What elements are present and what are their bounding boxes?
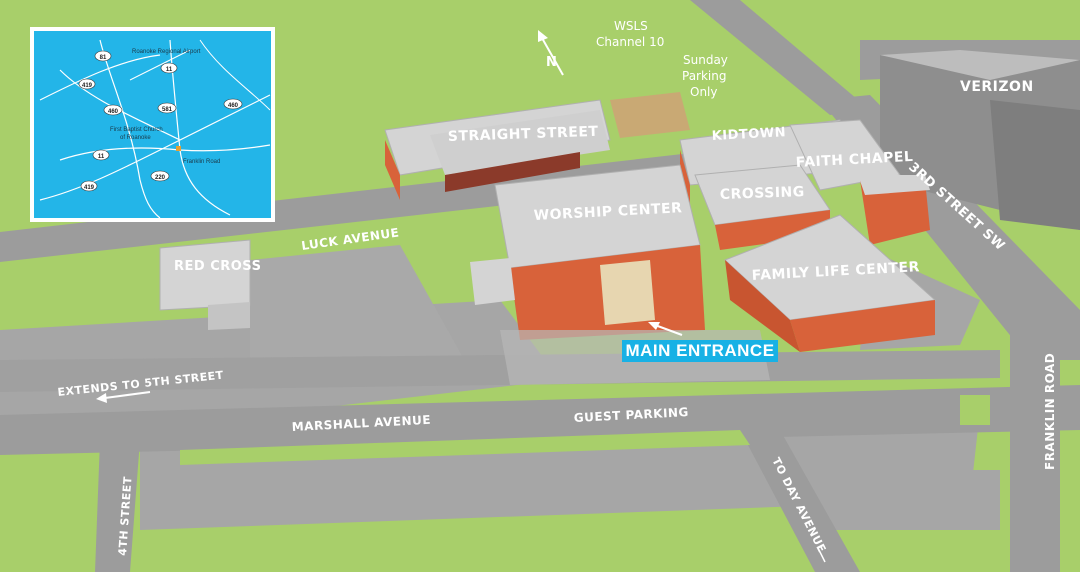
entrance-arrow (654, 324, 683, 336)
inset-route-81: 81 (100, 55, 107, 61)
inset-route-581: 581 (162, 107, 173, 113)
inset-route-419b: 419 (84, 185, 95, 191)
day-avenue-road (740, 430, 860, 572)
north-label: N (546, 55, 557, 70)
fourth-street-road (95, 440, 140, 572)
faith-chapel-tower-roof (858, 175, 930, 195)
parking-lot-southeast (800, 470, 1000, 530)
median-grass (180, 430, 750, 465)
north-arrow (541, 37, 564, 76)
faith-chapel-wall (860, 180, 930, 245)
straight-street-wall-west (385, 140, 400, 200)
west-arrow (104, 391, 151, 399)
wsls-label-1: WSLS (614, 19, 648, 33)
label-crossing: CROSSING (720, 184, 805, 203)
verizon-roof (880, 50, 1080, 80)
entrance-arrow-head (648, 322, 660, 330)
inset-route-220: 220 (155, 175, 166, 181)
wsls-label-2: Channel 10 (596, 35, 664, 49)
label-red-cross: RED CROSS (174, 259, 261, 274)
inset-route-11a: 11 (166, 67, 173, 73)
worship-center-facade (600, 260, 655, 325)
label-fourth-street: 4TH STREET (116, 476, 135, 556)
inset-route-460a: 460 (108, 109, 119, 115)
marshall-avenue-road (0, 385, 1080, 455)
red-cross-annex (208, 302, 250, 330)
north-road (690, 0, 870, 115)
label-franklin-road: FRANKLIN ROAD (1043, 353, 1057, 470)
label-faith-chapel: FAITH CHAPEL (795, 149, 913, 171)
main-entrance-label: MAIN ENTRANCE (622, 340, 778, 362)
crossing-wall (715, 210, 830, 250)
label-worship-center: WORSHIP CENTER (533, 200, 682, 224)
red-cross-building (159, 239, 251, 311)
label-guest-parking: GUEST PARKING (573, 405, 689, 425)
parking-lot-north (250, 245, 470, 385)
family-life-center-wall (790, 300, 935, 352)
label-verizon: VERIZON (960, 79, 1034, 95)
inset-route-460b: 460 (228, 103, 239, 109)
north-arrow-head (538, 30, 548, 42)
west-arrow-head (96, 393, 107, 403)
luck-avenue-road (0, 152, 710, 262)
inset-church-label-1: First Baptist Church (110, 127, 163, 133)
verizon-tower (990, 100, 1080, 230)
sunday-label-3: Only (690, 85, 718, 99)
straight-street-hall (430, 110, 610, 175)
inset-route-11b: 11 (98, 154, 105, 160)
inset-water (34, 31, 271, 218)
inset-church-label-2: of Roanoke (120, 135, 151, 141)
sunday-label-1: Sunday (683, 53, 728, 67)
family-life-center-side (725, 260, 800, 352)
franklin-road (1010, 300, 1060, 572)
worship-center-porch (470, 258, 515, 305)
grass-island (960, 395, 990, 425)
inset-church-marker (176, 146, 181, 151)
sunday-label-2: Parking (682, 69, 727, 83)
label-straight-street: STRAIGHT STREET (448, 124, 599, 145)
sunday-parking-lot (610, 92, 690, 138)
inset-map: 81 11 419 460 581 460 11 220 419 Roanoke… (30, 27, 275, 222)
straight-street-wall (445, 152, 580, 192)
inset-route-419a: 419 (82, 83, 93, 89)
day-avenue-arrow (817, 547, 826, 563)
inset-franklin-label: Franklin Road (183, 159, 220, 165)
inset-airport-label: Roanoke Regional Airport (132, 49, 201, 55)
label-kidtown: KIDTOWN (711, 125, 786, 144)
